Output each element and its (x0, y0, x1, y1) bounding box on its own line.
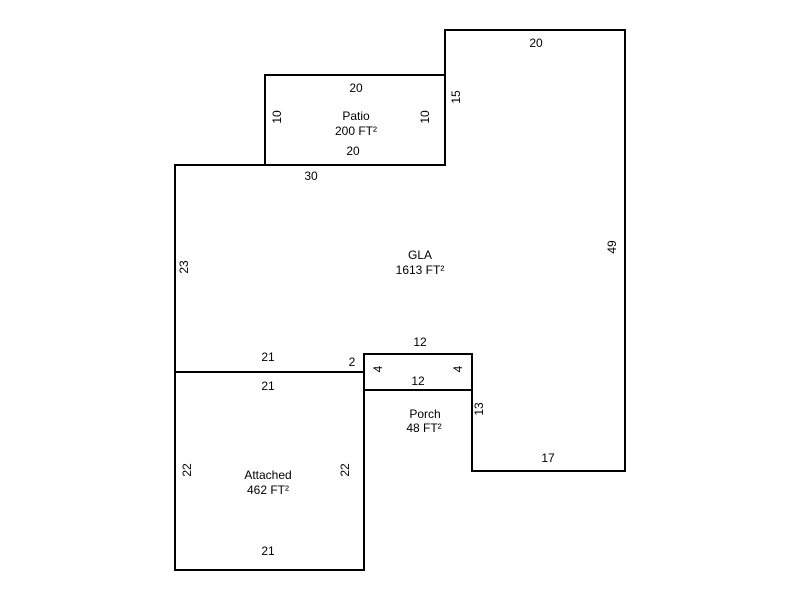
patio-outline (264, 74, 446, 166)
porch-outline (363, 353, 473, 391)
attached-outline (174, 371, 365, 571)
gla-outline (174, 29, 626, 472)
